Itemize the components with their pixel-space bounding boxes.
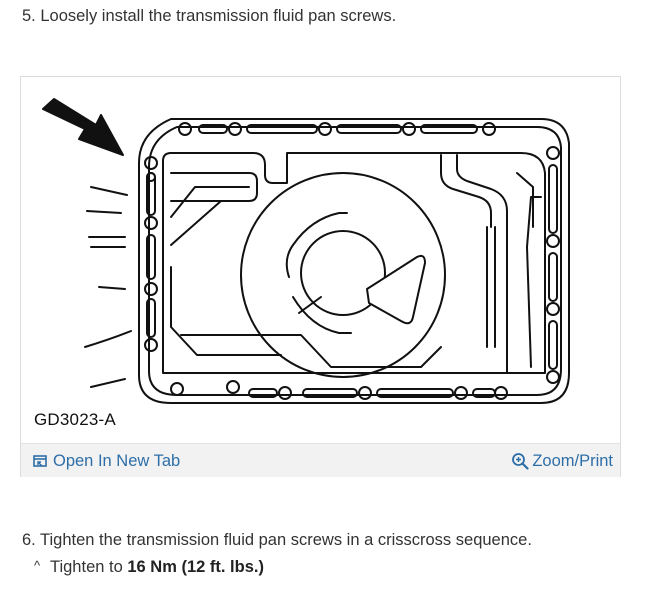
zoom-icon	[512, 453, 529, 470]
housing-circle	[240, 172, 446, 378]
substep-caret: ^	[34, 558, 41, 573]
pointer-arrow	[42, 98, 124, 156]
open-new-tab-icon	[33, 455, 47, 467]
step-6-torque-spec: ^ Tighten to 16 Nm (12 ft. lbs.)	[34, 556, 264, 577]
zoom-print-label: Zoom/Print	[532, 452, 613, 470]
step-6-text: 6. Tighten the transmission fluid pan sc…	[22, 531, 532, 549]
pan-inner-outline	[162, 152, 546, 374]
open-in-new-tab-label: Open In New Tab	[53, 452, 181, 470]
pan-bolts	[144, 122, 560, 400]
figure-id-label: GD3023-A	[34, 410, 116, 429]
torque-prefix: Tighten to	[50, 558, 128, 576]
torque-value: 16 Nm (12 ft. lbs.)	[127, 558, 264, 576]
step-5-text: 5. Loosely install the transmission flui…	[22, 7, 397, 25]
figure-toolbar: Open In New Tab Zoom/Print	[21, 443, 620, 477]
open-in-new-tab-link[interactable]: Open In New Tab	[33, 451, 180, 471]
zoom-print-link[interactable]: Zoom/Print	[511, 451, 613, 471]
figure-card: GD3023-A Open In New Tab Zoom/Print	[20, 76, 621, 477]
transmission-pan-illustration[interactable]	[21, 77, 620, 443]
pan-outer-outline	[138, 118, 570, 404]
